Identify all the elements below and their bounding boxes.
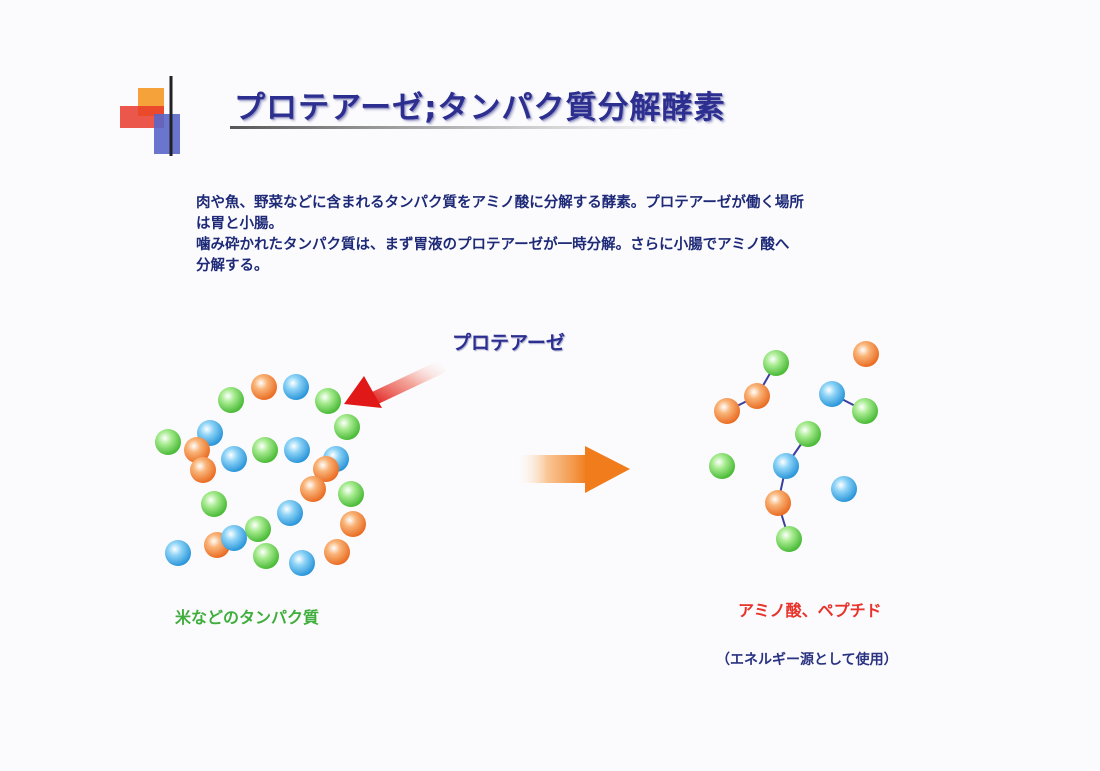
- description-text: 肉や魚、野菜などに含まれるタンパク質をアミノ酸に分解する酵素。プロテアーゼが働く…: [196, 193, 931, 277]
- molecule-sphere: [744, 383, 770, 409]
- molecule-sphere: [709, 453, 735, 479]
- molecule-sphere: [253, 543, 279, 569]
- molecule-sphere: [852, 398, 878, 424]
- description-line: は胃と小腸。: [196, 216, 283, 232]
- deco-red-square: [120, 106, 164, 128]
- molecule-sphere: [324, 539, 350, 565]
- molecule-sphere: [190, 457, 216, 483]
- molecule-sphere: [819, 381, 845, 407]
- molecule-sphere: [289, 550, 315, 576]
- protein-cluster: [155, 374, 366, 576]
- molecule-sphere: [714, 398, 740, 424]
- enzyme-arrow: [344, 360, 446, 408]
- molecule-sphere: [795, 421, 821, 447]
- amino-acid-label: アミノ酸、ペプチド: [738, 601, 882, 620]
- description-line: 分解する。: [196, 258, 269, 274]
- molecule-sphere: [277, 500, 303, 526]
- description-line: 噛み砕かれたタンパク質は、まず胃液のプロテアーゼが一時分解。さらに小腸でアミノ酸…: [196, 237, 790, 253]
- molecule-sphere: [334, 414, 360, 440]
- molecule-sphere: [853, 341, 879, 367]
- molecule-sphere: [221, 446, 247, 472]
- description-line: 肉や魚、野菜などに含まれるタンパク質をアミノ酸に分解する酵素。プロテアーゼが働く…: [196, 195, 804, 211]
- molecule-sphere: [763, 350, 789, 376]
- enzyme-label: プロテアーゼ: [452, 332, 565, 354]
- molecule-sphere: [252, 437, 278, 463]
- title-decoration: [108, 76, 240, 156]
- molecule-sphere: [218, 387, 244, 413]
- page-title: プロテアーゼ;タンパク質分解酵素: [234, 90, 726, 126]
- molecule-sphere: [245, 516, 271, 542]
- molecule-sphere: [776, 526, 802, 552]
- transform-arrow: [515, 446, 630, 493]
- molecule-sphere: [184, 437, 210, 463]
- molecule-sphere: [315, 388, 341, 414]
- molecule-sphere: [283, 374, 309, 400]
- protein-label: 米などのタンパク質: [175, 608, 320, 627]
- molecule-sphere: [773, 453, 799, 479]
- amino-acid-group: [709, 341, 879, 552]
- molecule-sphere: [284, 437, 310, 463]
- molecule-sphere: [165, 540, 191, 566]
- deco-blue-square: [154, 114, 180, 154]
- molecule-sphere: [300, 476, 326, 502]
- energy-note: （エネルギー源として使用）: [716, 652, 898, 668]
- molecule-sphere: [831, 476, 857, 502]
- molecule-sphere: [313, 456, 339, 482]
- molecule-sphere: [155, 429, 181, 455]
- molecule-sphere: [221, 525, 247, 551]
- molecule-sphere: [201, 491, 227, 517]
- molecule-sphere: [338, 481, 364, 507]
- molecule-sphere: [340, 511, 366, 537]
- molecule-sphere: [251, 374, 277, 400]
- molecule-sphere: [765, 490, 791, 516]
